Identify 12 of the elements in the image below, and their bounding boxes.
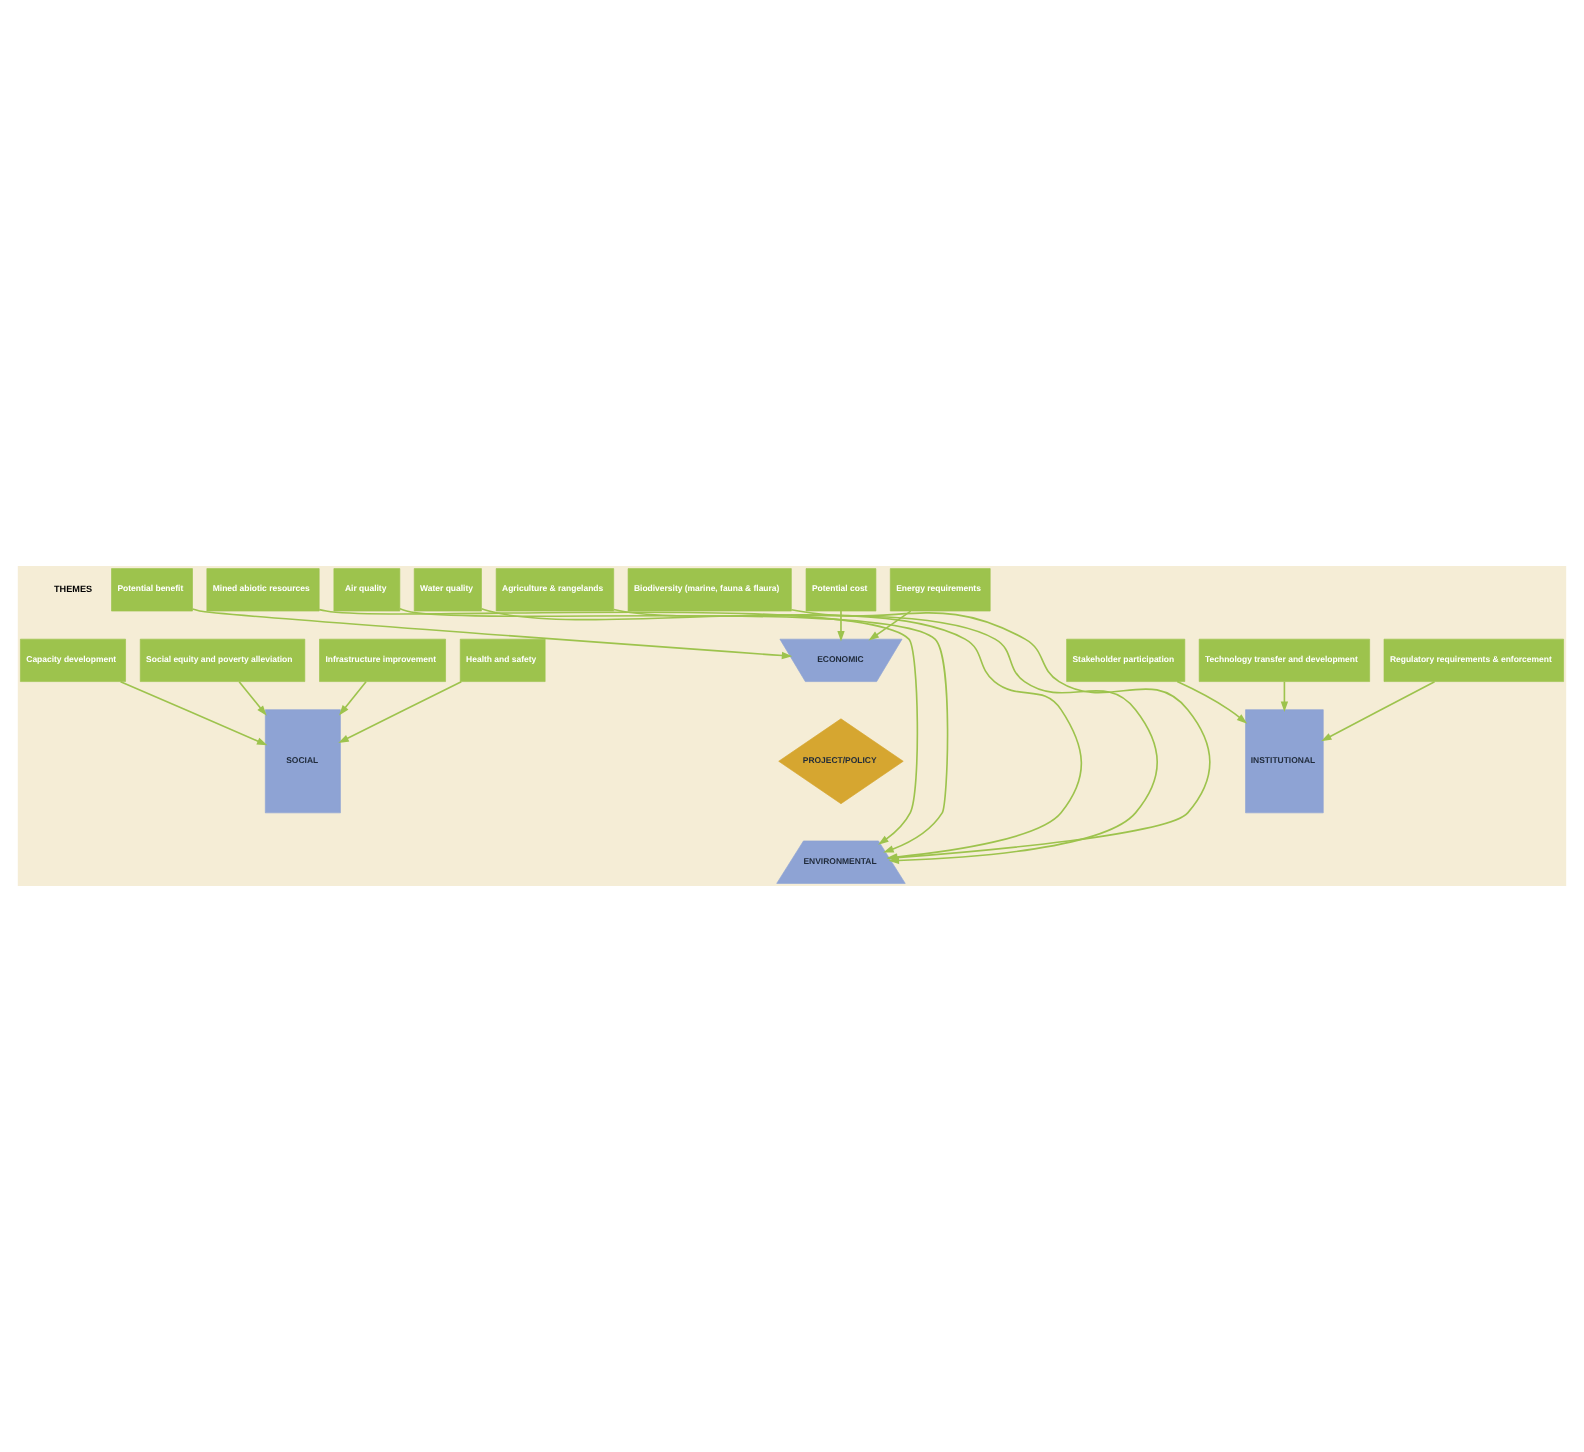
arrow [868,610,912,641]
arrow [238,680,267,716]
arrow [339,680,367,716]
arrow [191,608,793,660]
arrow [1280,680,1289,713]
arrow [1321,680,1436,742]
arrow [837,610,845,642]
arrow [318,608,919,845]
arrow [119,680,268,746]
arrow [399,608,949,853]
arrow [338,680,463,743]
arrow [1176,680,1248,724]
